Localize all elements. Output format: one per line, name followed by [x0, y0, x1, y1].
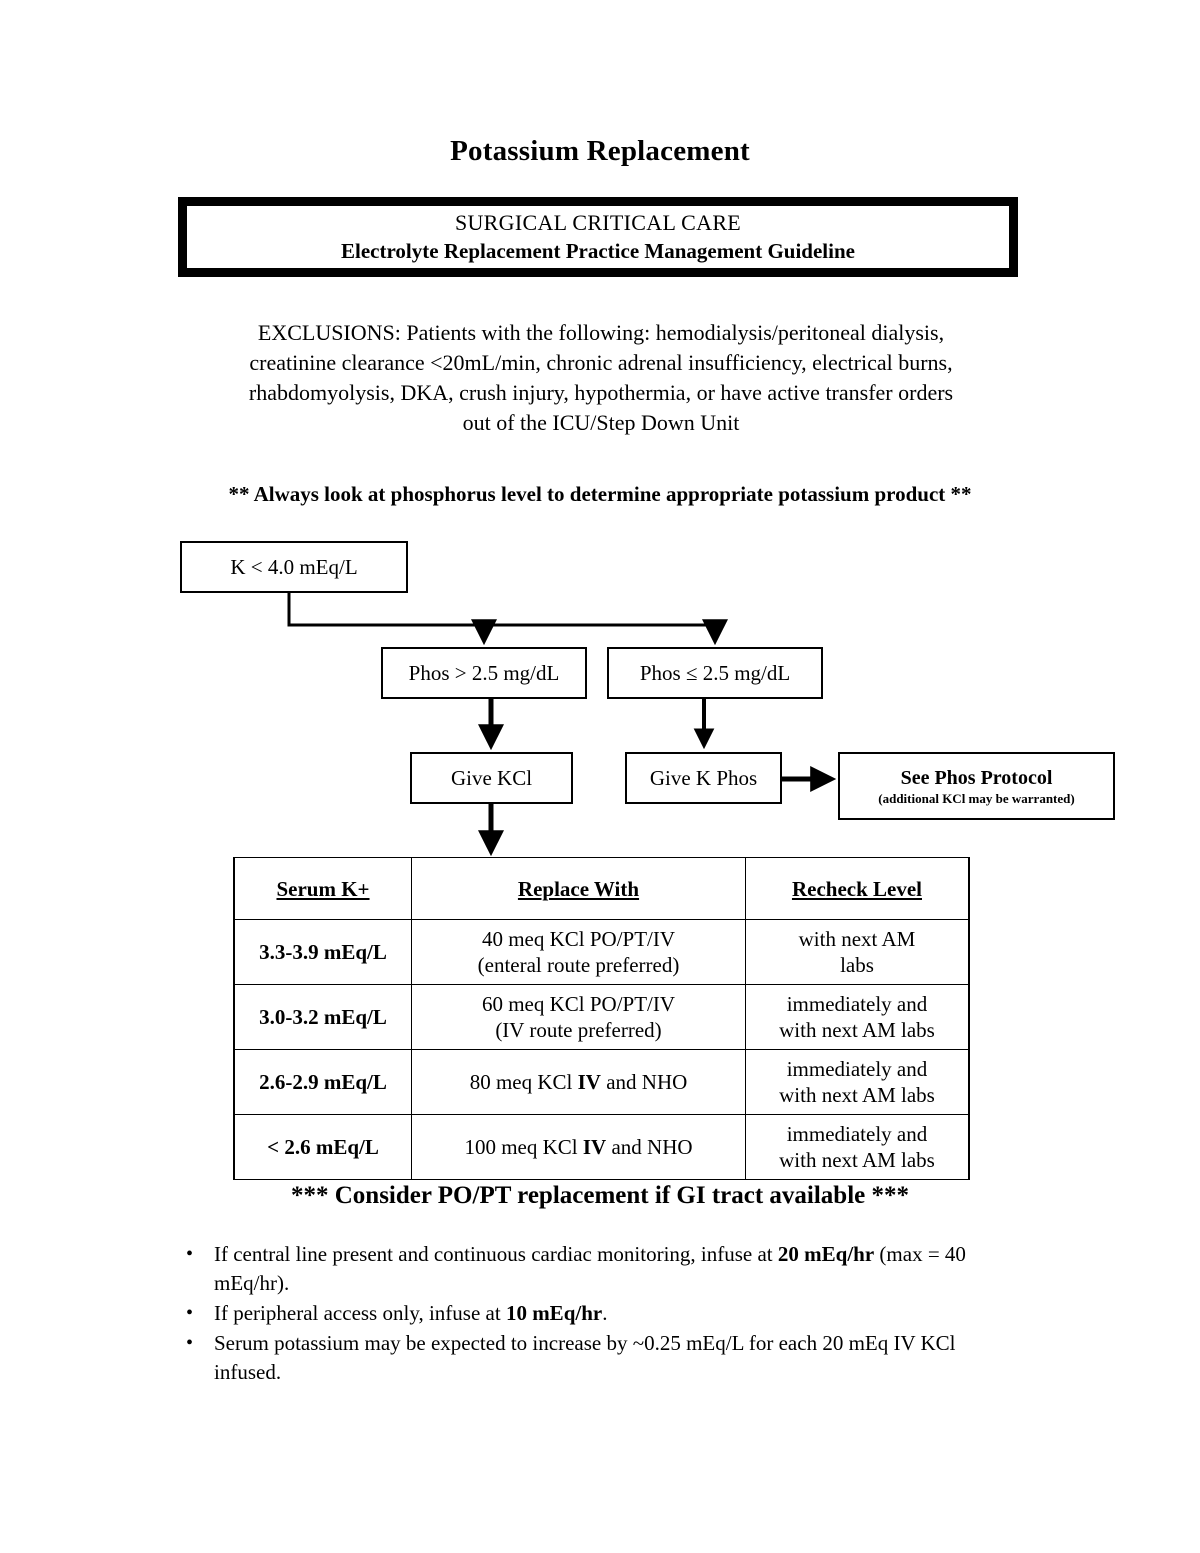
replace-emphasis: IV: [582, 1135, 607, 1159]
column-header-serum-k: Serum K+: [233, 857, 413, 920]
replace-line-1: 60 meq KCl PO/PT/IV: [481, 992, 676, 1016]
cell-replace-with: 40 meq KCl PO/PT/IV (enteral route prefe…: [411, 919, 746, 985]
table-row: 3.0-3.2 mEq/L 60 meq KCl PO/PT/IV (IV ro…: [233, 984, 970, 1050]
table-header: Serum K+ Replace With Recheck Level: [233, 857, 970, 920]
bullet-text-emphasis: 20 mEq/hr: [777, 1242, 875, 1266]
replace-emphasis: IV: [577, 1070, 601, 1094]
flow-node-phos-low-label: Phos ≤ 2.5 mg/dL: [639, 660, 791, 685]
bullet-icon: •: [186, 1302, 194, 1324]
bullet-text-prefix: If central line present and continuous c…: [214, 1242, 778, 1266]
replace-prefix: 80 meq KCl: [469, 1070, 578, 1094]
page-title: Potassium Replacement: [450, 135, 750, 167]
recheck-line-2: with next AM labs: [779, 1018, 935, 1042]
flow-node-phos-high-label: Phos > 2.5 mg/dL: [408, 660, 560, 685]
flow-node-phos-low[interactable]: Phos ≤ 2.5 mg/dL: [607, 647, 823, 699]
list-item: • If central line present and continuous …: [178, 1240, 1008, 1298]
cell-serum-k: < 2.6 mEq/L: [233, 1114, 413, 1180]
bullet-text-suffix: (max = 40 mEq/hr).: [214, 1242, 966, 1295]
infusion-notes-list: • If central line present and continuous …: [178, 1240, 1008, 1388]
bullet-icon: •: [186, 1332, 194, 1354]
flow-node-k-level-label: K < 4.0 mEq/L: [230, 554, 358, 579]
banner-subtitle: Electrolyte Replacement Practice Managem…: [341, 239, 855, 263]
recheck-line-1: immediately and: [786, 992, 928, 1016]
replace-line-2: (enteral route preferred): [477, 953, 680, 977]
replace-line-2: (IV route preferred): [495, 1018, 662, 1042]
replace-prefix: 100 meq KCl: [464, 1135, 583, 1159]
guideline-banner: SURGICAL CRITICAL CARE Electrolyte Repla…: [178, 197, 1018, 277]
recheck-line-2: with next AM labs: [779, 1083, 935, 1107]
table-row: 2.6-2.9 mEq/L 80 meq KCl IV and NHO imme…: [233, 1049, 970, 1115]
cell-replace-with: 80 meq KCl IV and NHO: [411, 1049, 746, 1115]
table-header-row: Serum K+ Replace With Recheck Level: [233, 857, 970, 920]
cell-recheck-level: immediately and with next AM labs: [744, 1114, 970, 1180]
cell-replace-with: 100 meq KCl IV and NHO: [411, 1114, 746, 1180]
cell-serum-k: 2.6-2.9 mEq/L: [233, 1049, 413, 1115]
potassium-replacement-table: Serum K+ Replace With Recheck Level 3.3-…: [233, 857, 970, 1180]
bullet-text-prefix: Serum potassium may be expected to incre…: [214, 1331, 956, 1384]
cell-serum-k: 3.3-3.9 mEq/L: [233, 919, 413, 985]
replace-suffix: and NHO: [600, 1070, 688, 1094]
phosphorus-note: ** Always look at phosphorus level to de…: [228, 482, 972, 506]
bullet-text-emphasis: 10 mEq/hr: [505, 1301, 603, 1325]
flow-node-k-level[interactable]: K < 4.0 mEq/L: [180, 541, 408, 593]
cell-replace-with: 60 meq KCl PO/PT/IV (IV route preferred): [411, 984, 746, 1050]
cell-recheck-level: with next AM labs: [744, 919, 970, 985]
see-phos-protocol-subtitle: (additional KCl may be warranted): [878, 790, 1075, 806]
recheck-line-1: with next AM: [798, 927, 916, 951]
flow-node-give-k-phos-label: Give K Phos: [649, 765, 758, 790]
replace-suffix: and NHO: [606, 1135, 693, 1159]
column-header-replace-with: Replace With: [411, 857, 746, 920]
banner-department: SURGICAL CRITICAL CARE: [454, 210, 742, 235]
recheck-line-2: with next AM labs: [779, 1148, 935, 1172]
cell-recheck-level: immediately and with next AM labs: [744, 1049, 970, 1115]
recheck-line-1: immediately and: [786, 1122, 928, 1146]
recheck-line-1: immediately and: [786, 1057, 928, 1081]
bullet-text-prefix: If peripheral access only, infuse at: [214, 1301, 506, 1325]
column-header-recheck-level: Recheck Level: [744, 857, 970, 920]
flow-node-phos-high[interactable]: Phos > 2.5 mg/dL: [381, 647, 587, 699]
flow-node-give-kcl[interactable]: Give KCl: [410, 752, 573, 804]
bullet-icon: •: [186, 1243, 194, 1265]
exclusions-paragraph: EXCLUSIONS: Patients with the following:…: [248, 320, 954, 435]
table-body: 3.3-3.9 mEq/L 40 meq KCl PO/PT/IV (enter…: [233, 919, 970, 1180]
replace-line-1: 40 meq KCl PO/PT/IV: [481, 927, 676, 951]
cell-serum-k: 3.0-3.2 mEq/L: [233, 984, 413, 1050]
consider-po-pt-note: *** Consider PO/PT replacement if GI tra…: [291, 1182, 909, 1209]
table-row: 3.3-3.9 mEq/L 40 meq KCl PO/PT/IV (enter…: [233, 919, 970, 985]
flow-node-give-k-phos[interactable]: Give K Phos: [625, 752, 782, 804]
recheck-line-2: labs: [840, 953, 874, 977]
table-row: < 2.6 mEq/L 100 meq KCl IV and NHO immed…: [233, 1114, 970, 1180]
list-item: • Serum potassium may be expected to incr…: [178, 1329, 1008, 1387]
bullet-text-suffix: .: [602, 1301, 608, 1325]
cell-recheck-level: immediately and with next AM labs: [744, 984, 970, 1050]
list-item: • If peripheral access only, infuse at 10…: [178, 1299, 1008, 1328]
see-phos-protocol-title: See Phos Protocol: [900, 766, 1053, 789]
flow-node-see-phos-protocol[interactable]: See Phos Protocol (additional KCl may be…: [838, 752, 1115, 820]
flow-node-give-kcl-label: Give KCl: [450, 765, 533, 790]
guideline-banner-inner: SURGICAL CRITICAL CARE Electrolyte Repla…: [186, 205, 1010, 269]
